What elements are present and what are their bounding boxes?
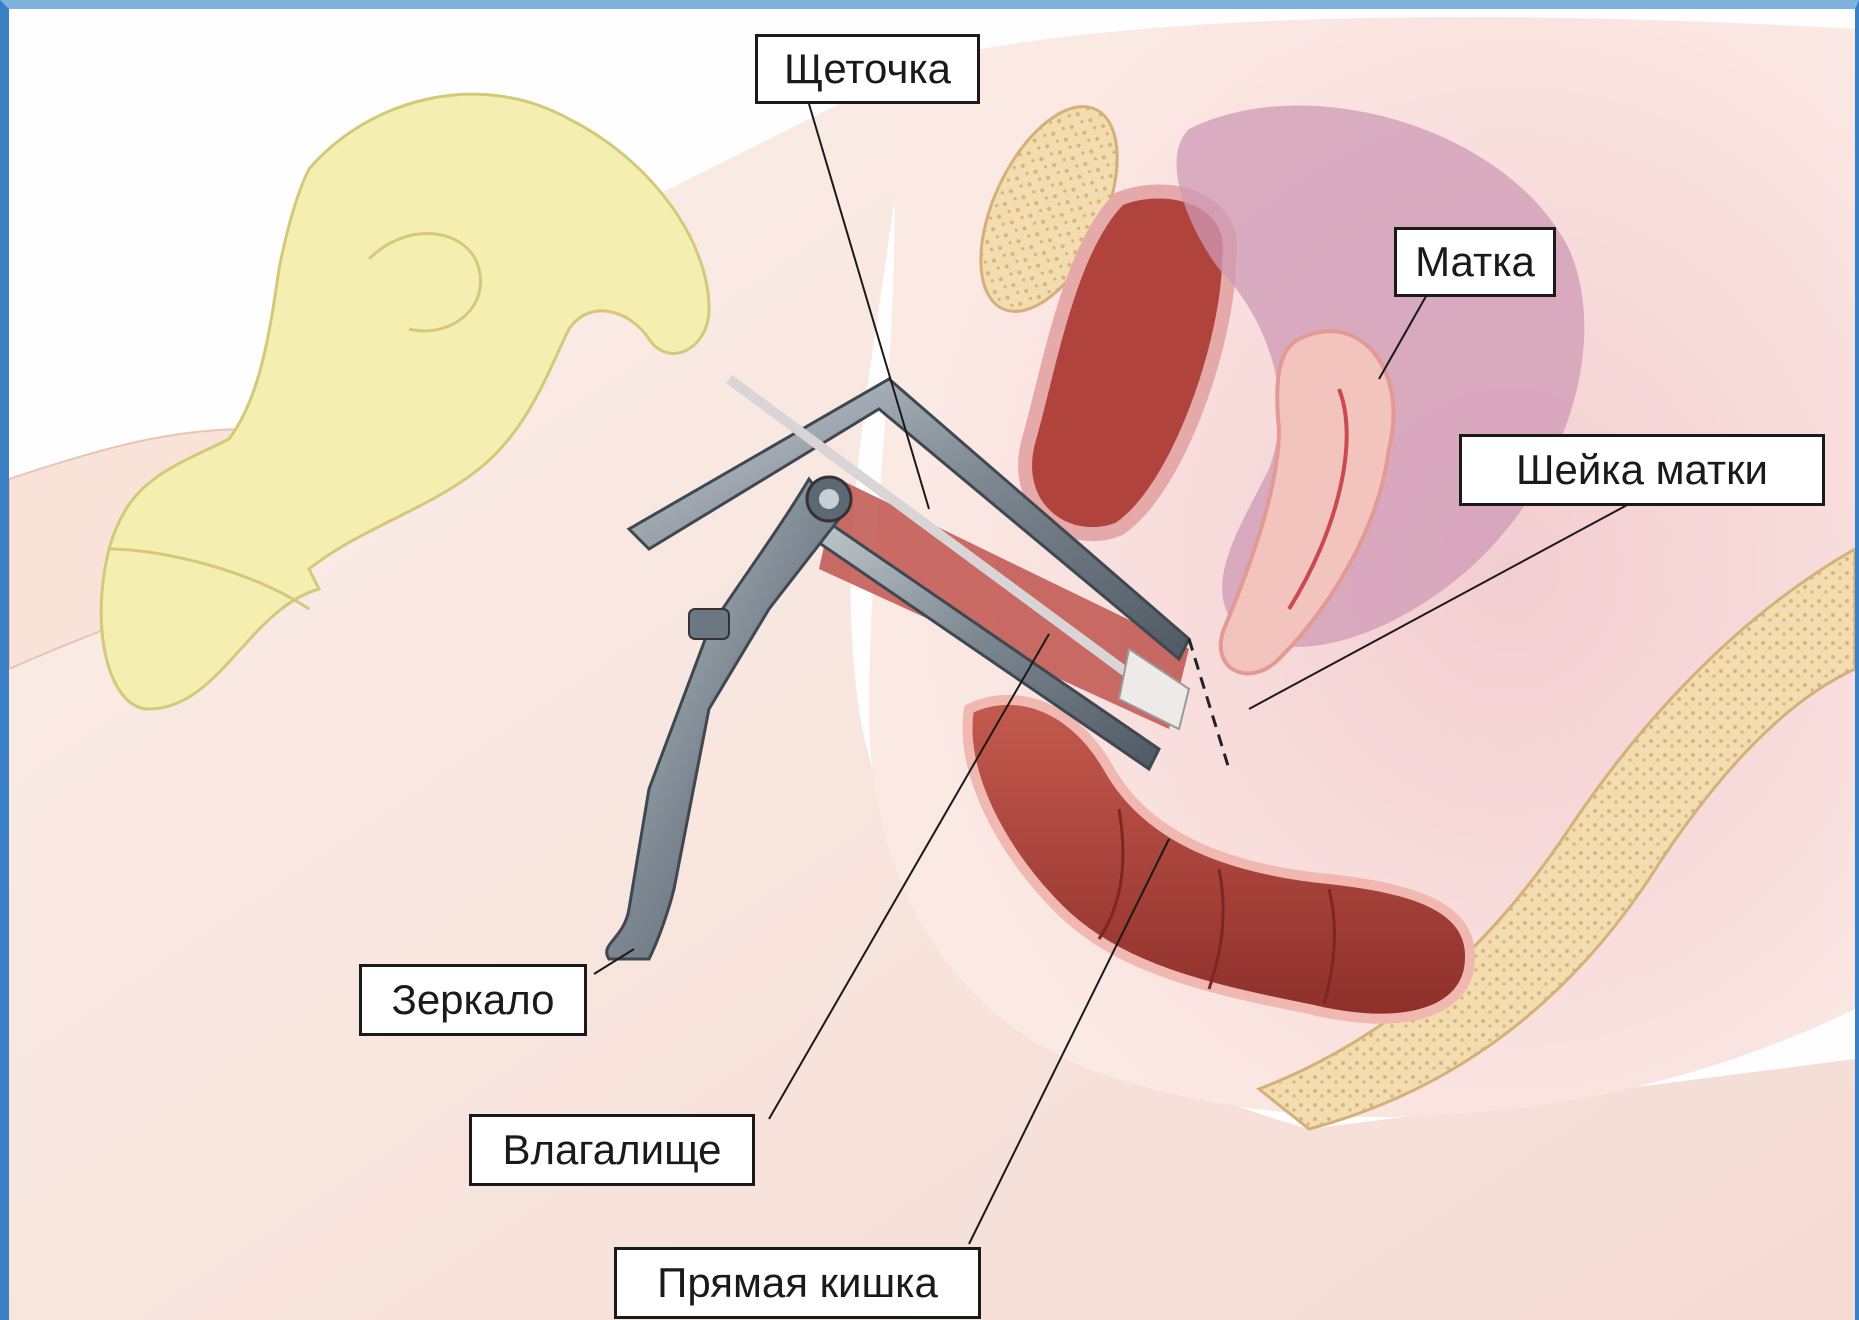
label-brush: Щеточка xyxy=(755,34,980,104)
label-rectum: Прямая кишка xyxy=(614,1247,981,1319)
label-vagina: Влагалище xyxy=(469,1114,755,1186)
label-speculum: Зеркало xyxy=(359,964,587,1036)
label-uterus: Матка xyxy=(1394,227,1556,297)
label-cervix: Шейка матки xyxy=(1459,434,1825,506)
anatomical-illustration xyxy=(9,9,1855,1320)
